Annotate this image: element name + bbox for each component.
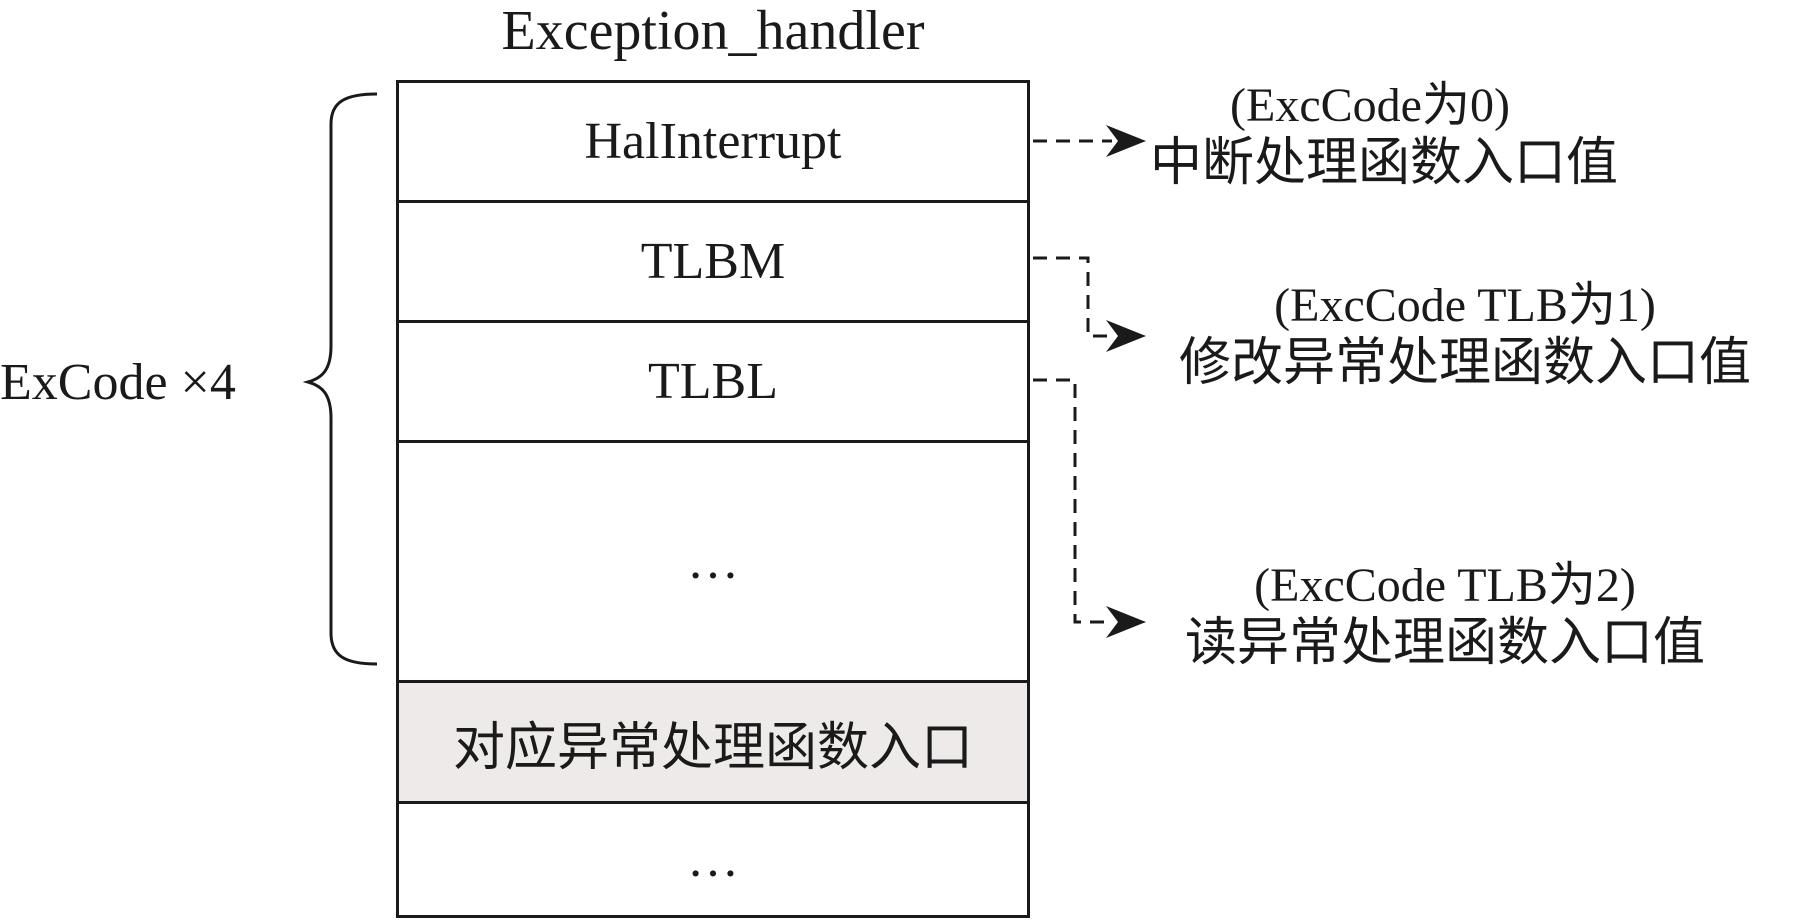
- row-halinterrupt: HalInterrupt: [584, 113, 842, 170]
- exception-handler-table: HalInterrupt TLBM TLBL … 对应异常处理函数入口 …: [396, 80, 1030, 918]
- row-divider: [399, 440, 1027, 443]
- annotation-interrupt-code: (ExcCode为0): [1230, 79, 1510, 132]
- arrow-tlbl-head: [1106, 606, 1146, 638]
- row-divider: [399, 680, 1027, 683]
- annotation-interrupt: (ExcCode为0) 中断处理函数入口值: [1150, 78, 1619, 194]
- arrow-tlbm-head: [1106, 320, 1146, 352]
- annotation-tlb-load-code: (ExcCode TLB为2): [1254, 559, 1636, 612]
- row-exception-entry: 对应异常处理函数入口: [399, 683, 1027, 801]
- arrow-halinterrupt-head: [1106, 125, 1146, 157]
- arrow-tlbl-line: [1033, 378, 1112, 624]
- row-divider: [399, 320, 1027, 323]
- row-tlbm: TLBM: [640, 233, 786, 290]
- row-divider: [399, 200, 1027, 203]
- group-brace: [302, 92, 378, 666]
- diagram-title: Exception_handler: [501, 0, 925, 62]
- row-ellipsis-upper: …: [687, 533, 739, 590]
- row-tlbl: TLBL: [648, 353, 778, 410]
- annotation-interrupt-desc: 中断处理函数入口值: [1150, 135, 1619, 192]
- annotation-tlb-modify-code: (ExcCode TLB为1): [1274, 279, 1656, 332]
- annotation-tlb-load-desc: 读异常处理函数入口值: [1184, 615, 1705, 672]
- row-divider: [399, 801, 1027, 804]
- annotation-tlb-modify-desc: 修改异常处理函数入口值: [1178, 335, 1751, 392]
- row-ellipsis-lower: …: [687, 831, 739, 888]
- arrow-tlbm-line: [1033, 256, 1112, 338]
- annotation-tlb-modify: (ExcCode TLB为1) 修改异常处理函数入口值: [1140, 278, 1790, 394]
- annotation-tlb-load: (ExcCode TLB为2) 读异常处理函数入口值: [1145, 558, 1745, 674]
- excode-multiplier-label: ExCode ×4: [0, 353, 236, 411]
